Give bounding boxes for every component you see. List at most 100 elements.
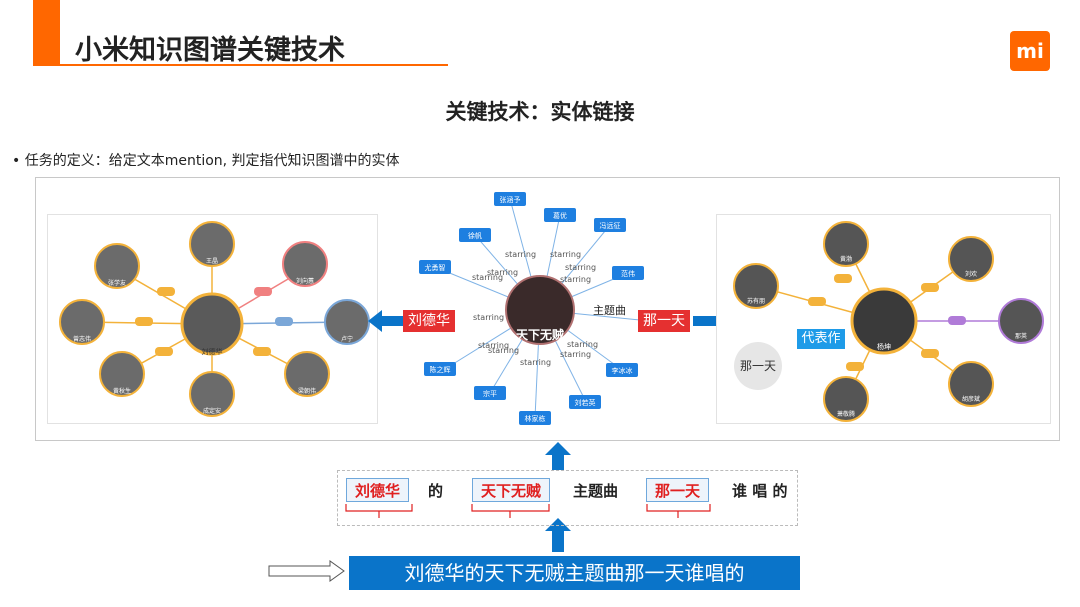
center-node-label: 刘德华 <box>202 347 223 356</box>
actor-chip <box>612 266 644 280</box>
person-node <box>59 299 105 345</box>
actor-chip-label: 尤勇智 <box>425 263 446 272</box>
actor-chip-label: 刘若英 <box>575 398 596 407</box>
mention-liudehua: 刘德华 <box>346 478 410 502</box>
edge-label: starring <box>565 263 596 272</box>
edge-tag <box>157 287 175 296</box>
edge-tag <box>808 297 826 306</box>
word-zhutiqu: 主题曲 <box>573 482 619 500</box>
person-node-label: 刘向蕙 <box>296 277 314 285</box>
actor-chip <box>424 362 456 376</box>
actor-chip-label: 范伟 <box>621 269 635 278</box>
center-graph: starring starring starring starring star… <box>419 192 644 425</box>
person-node <box>823 221 869 267</box>
actor-chip-label: 张涵予 <box>500 195 521 204</box>
edge-tag <box>846 362 864 371</box>
up-arrow-top <box>545 442 571 470</box>
person-node <box>998 298 1044 344</box>
song-node-label: 那一天 <box>740 359 776 373</box>
representative-work-label: 代表作 <box>797 329 845 349</box>
edge-tag <box>948 316 966 325</box>
mention-brackets <box>345 504 711 518</box>
actor-chip-label: 徐帆 <box>468 231 482 240</box>
word-shuichangde: 谁 唱 的 <box>732 482 788 500</box>
up-arrow-bottom <box>545 518 571 552</box>
person-node-label: 黄渤 <box>840 255 852 263</box>
person-node-label: 苏有朋 <box>747 297 765 305</box>
person-node-label: 成定安 <box>203 407 221 415</box>
actor-chip <box>474 386 506 400</box>
person-node-label: 梁朝伟 <box>298 387 316 395</box>
person-node-label: 曾志伟 <box>73 335 91 343</box>
person-node <box>284 351 330 397</box>
mi-logo: mi <box>1010 31 1050 71</box>
title-accent-bar <box>33 0 60 66</box>
person-node-label: 王晶 <box>206 258 218 265</box>
edge-label: starring <box>473 313 504 322</box>
title-underline <box>60 64 448 66</box>
actor-chip-label: 林家栋 <box>525 414 546 423</box>
actor-chip <box>544 208 576 222</box>
edge-tag <box>155 347 173 356</box>
center-movie-label: 天下无贼 <box>516 327 564 342</box>
person-node-label: 刘欢 <box>965 270 977 278</box>
theme-song-relation: 主题曲 <box>593 304 626 317</box>
actor-chip-label: 宗平 <box>483 389 497 398</box>
person-node-label: 萧敬腾 <box>837 410 855 418</box>
edge-label: starring <box>560 350 591 359</box>
slide-subtitle: 关键技术：实体链接 <box>445 100 635 124</box>
actor-chip-label: 李冰冰 <box>612 366 633 375</box>
center-movie-avatar <box>505 275 575 345</box>
edge-tag <box>135 317 153 326</box>
person-node <box>733 263 779 309</box>
person-node <box>282 241 328 287</box>
edge-label: starring <box>560 275 591 284</box>
actor-chip <box>606 363 638 377</box>
person-node <box>948 361 994 407</box>
person-node-label: 卢宁 <box>341 335 353 343</box>
center-node-avatar <box>850 287 918 355</box>
edge-label: starring <box>487 268 518 277</box>
person-node-label: 胡彦斌 <box>962 395 980 403</box>
person-node <box>823 376 869 422</box>
actor-chip-label: 葛优 <box>553 211 567 220</box>
task-definition: • 任务的定义：给定文本mention, 判定指代知识图谱中的实体 <box>12 150 400 170</box>
edge-label: starring <box>505 250 536 259</box>
edge-tag <box>834 274 852 283</box>
actor-chip <box>494 192 526 206</box>
query-sentence: 刘德华的天下无贼主题曲那一天谁唱的 <box>349 556 800 590</box>
person-node-label: 黄秋生 <box>113 387 131 395</box>
edge-label: starring <box>520 358 551 367</box>
actor-chip-label: 陈之辉 <box>430 365 451 374</box>
edge-label: starring <box>472 273 503 282</box>
person-node <box>189 371 235 417</box>
person-node <box>94 243 140 289</box>
mention-box <box>337 470 798 526</box>
actor-chip <box>459 228 491 242</box>
word-de: 的 <box>428 482 444 500</box>
person-node <box>948 236 994 282</box>
actor-chip-label: 冯远征 <box>600 221 621 230</box>
center-node-avatar <box>180 292 244 356</box>
mention-nayitian: 那一天 <box>646 478 710 502</box>
edge-tag <box>253 347 271 356</box>
actor-chip <box>419 260 451 274</box>
page-title: 小米知识图谱关键技术 <box>75 35 345 66</box>
input-arrow <box>268 560 345 582</box>
edge-tag <box>921 283 939 292</box>
person-node <box>324 299 370 345</box>
task-text: 任务的定义：给定文本mention, 判定指代知识图谱中的实体 <box>24 153 400 169</box>
edge-tag <box>254 287 272 296</box>
edge-label: starring <box>488 346 519 355</box>
link-label-liudehua: 刘德华 <box>403 310 455 332</box>
person-node-label: 张学友 <box>108 279 126 287</box>
bullet: • <box>12 153 21 169</box>
entity-graph-box <box>35 177 1060 441</box>
person-node <box>99 351 145 397</box>
person-node-label: 那英 <box>1015 332 1027 340</box>
edge-label: starring <box>550 250 581 259</box>
actor-chip <box>519 411 551 425</box>
actor-chip <box>594 218 626 232</box>
